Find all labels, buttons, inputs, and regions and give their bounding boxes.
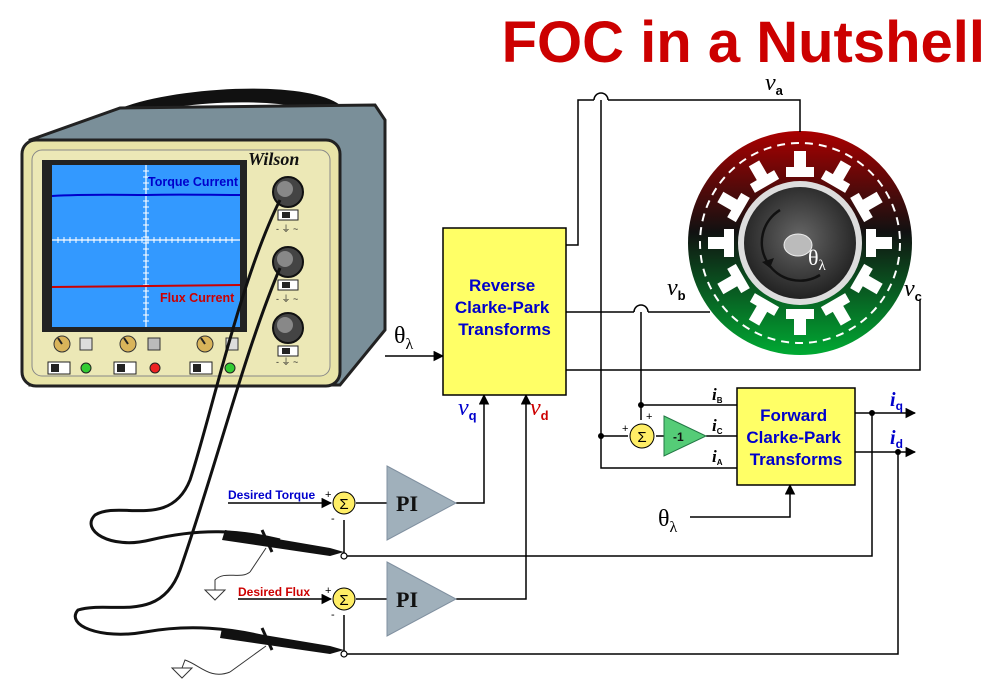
svg-text:id: id [890, 427, 903, 451]
sum-junction-current: Σ + + [622, 411, 654, 448]
svg-text:iC: iC [712, 416, 723, 436]
svg-text:iA: iA [712, 447, 723, 467]
flux-current-label: Flux Current [160, 291, 235, 305]
scope-led-green-b [225, 363, 235, 373]
theta-input-reverse: θλ [394, 323, 414, 353]
svg-text:+: + [622, 423, 628, 435]
svg-text:Forward Clarke-Park: Forward Clarke-Park Transforms [746, 406, 845, 469]
svg-text:vq: vq [458, 395, 477, 423]
svg-text:-: - [331, 609, 335, 621]
svg-text:- ⏚ ~: - ⏚ ~ [276, 224, 298, 234]
svg-text:vb: vb [667, 275, 686, 303]
svg-text:Σ: Σ [637, 429, 646, 446]
scope-button-b[interactable] [148, 338, 160, 350]
scope-button-a[interactable] [80, 338, 92, 350]
theta-input-forward: θλ [658, 506, 678, 536]
svg-text:-: - [331, 513, 335, 525]
scope-control-knob-c[interactable] [197, 336, 213, 352]
svg-text:+: + [325, 585, 331, 597]
probe-2[interactable] [172, 628, 344, 678]
forward-clarke-park-block[interactable]: Forward Clarke-Park Transforms [737, 388, 855, 485]
svg-text:- ⏚ ~: - ⏚ ~ [276, 294, 298, 304]
svg-text:iB: iB [712, 385, 723, 405]
ground-symbol-2 [172, 668, 192, 678]
svg-text:vc: vc [904, 276, 922, 304]
desired-flux-label: Desired Flux [238, 585, 310, 599]
desired-torque-label: Desired Torque [228, 488, 315, 502]
scope-brand: Wilson [248, 149, 299, 169]
oscilloscope: Torque Current Flux Current Wilson - ⏚ ~… [22, 89, 385, 386]
pi-controller-flux[interactable]: PI [387, 562, 456, 636]
reverse-clarke-park-block[interactable]: Reverse Clarke-Park Transforms [443, 228, 566, 395]
torque-current-label: Torque Current [148, 175, 239, 189]
scope-control-knob-b[interactable] [120, 336, 136, 352]
svg-text:PI: PI [396, 587, 418, 612]
svg-text:-1: -1 [673, 430, 684, 444]
gain-minus-one[interactable]: -1 [664, 416, 706, 456]
svg-text:Σ: Σ [339, 592, 348, 609]
svg-text:+: + [646, 411, 652, 423]
scope-led-green-a [81, 363, 91, 373]
svg-text:Σ: Σ [339, 496, 348, 513]
svg-text:PI: PI [396, 491, 418, 516]
svg-text:- ⏚ ~: - ⏚ ~ [276, 357, 298, 367]
page-title: FOC in a Nutshell [502, 10, 985, 75]
scope-control-knob-a[interactable] [54, 336, 70, 352]
sum-junction-flux: Σ + - [325, 585, 355, 621]
sum-junction-torque: Σ + - [325, 489, 355, 525]
svg-text:iq: iq [890, 389, 903, 413]
svg-text:+: + [325, 489, 331, 501]
svg-text:Reverse Clarke-Park: Reverse Clarke-Park Transforms [455, 276, 554, 339]
motor: θλ [688, 131, 912, 355]
pi-controller-torque[interactable]: PI [387, 466, 456, 540]
scope-led-red [150, 363, 160, 373]
ground-symbol-1 [205, 590, 225, 600]
svg-text:vd: vd [530, 395, 549, 423]
torque-current-trace [52, 195, 240, 196]
